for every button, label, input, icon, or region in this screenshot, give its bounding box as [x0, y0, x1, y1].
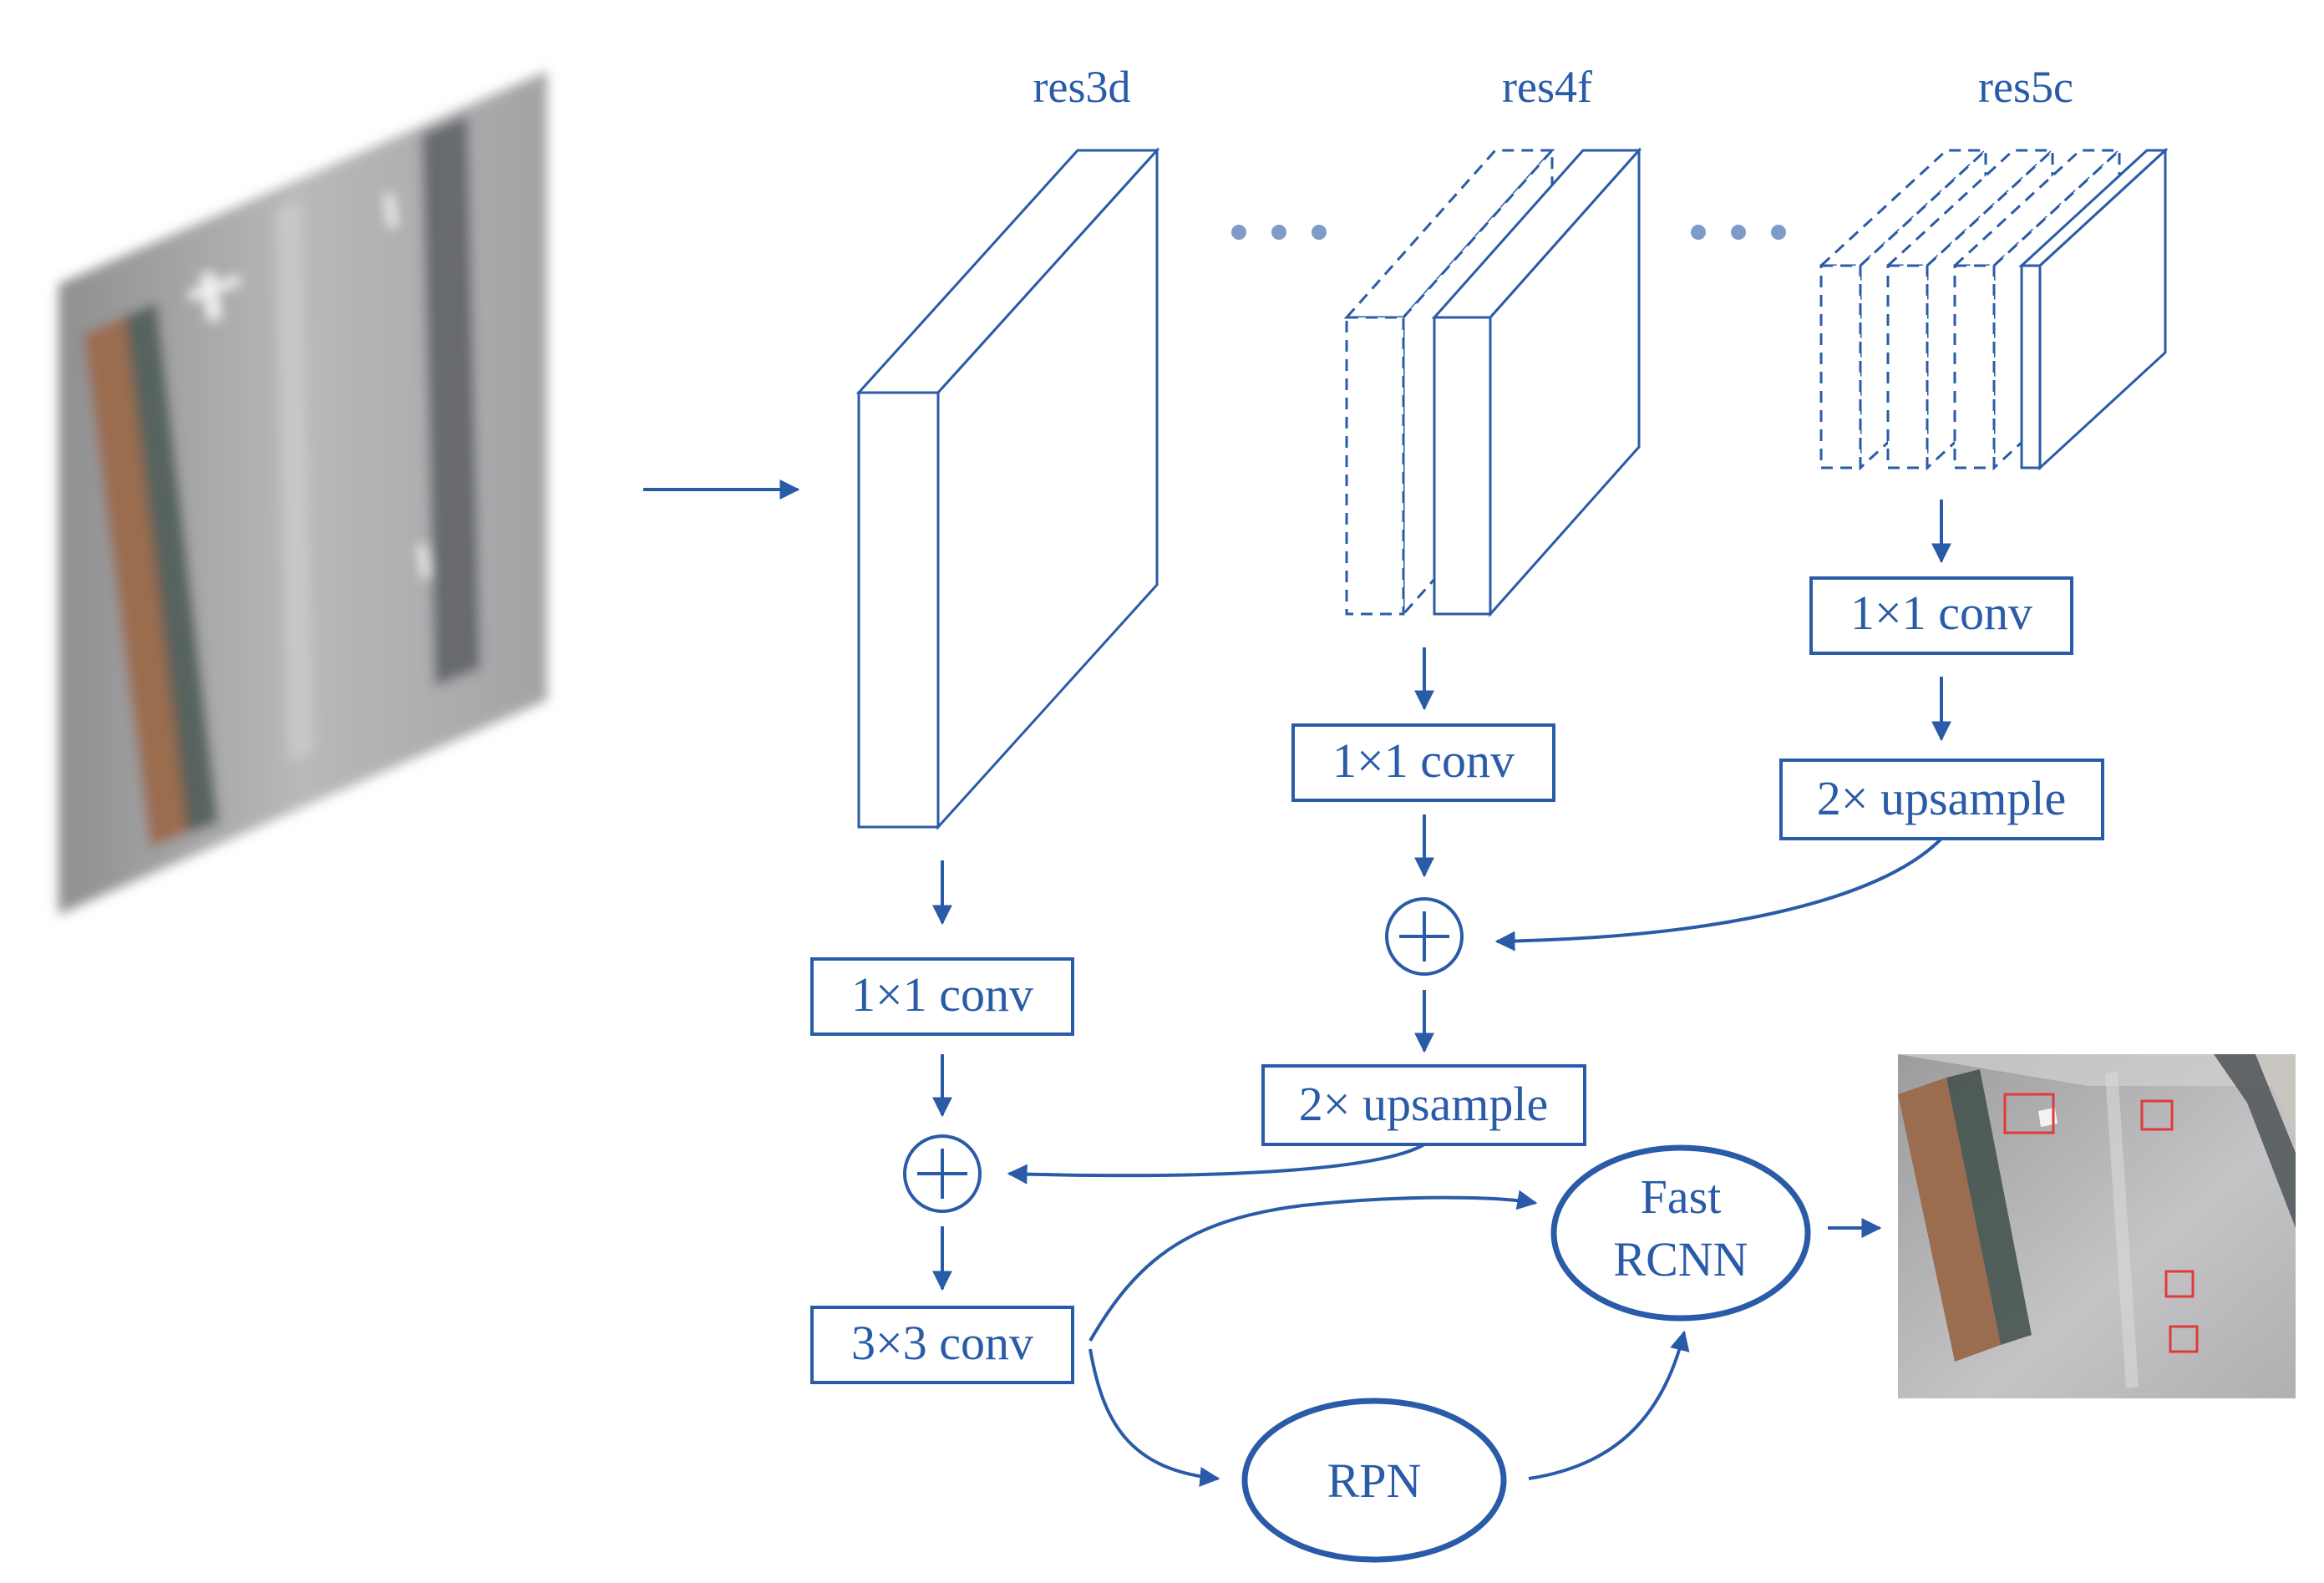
- arrow-rpn-to-fast-rcnn: [1528, 1330, 1690, 1480]
- detection-box: [2003, 1093, 2055, 1134]
- detection-box: [2140, 1099, 2174, 1131]
- svg-text:RCNN: RCNN: [1613, 1232, 1748, 1286]
- layer-label-res4f: res4f: [1502, 62, 1592, 112]
- arrow-conv3x3-to-fast-rcnn: [1088, 1190, 1538, 1342]
- circle-plus-icon: [903, 1134, 982, 1213]
- feature-map-res3d: [855, 147, 1160, 830]
- conv3x3-box: 3×3 conv: [810, 1306, 1074, 1384]
- svg-text:RPN: RPN: [1327, 1454, 1422, 1508]
- input-image: [58, 71, 547, 915]
- layer-label-res3d: res3d: [1033, 62, 1131, 112]
- upsample-box-res4f: 2× upsample: [1261, 1064, 1586, 1146]
- conv-box-res3d: 1×1 conv: [810, 957, 1074, 1036]
- detection-box: [2164, 1270, 2195, 1298]
- conv-box-res4f: 1×1 conv: [1291, 723, 1555, 802]
- rpn-node: RPN: [1241, 1398, 1507, 1563]
- svg-text:Fast: Fast: [1641, 1169, 1722, 1224]
- svg-text:3×3 conv: 3×3 conv: [851, 1316, 1033, 1370]
- layer-label-res5c: res5c: [1978, 62, 2073, 112]
- detection-box: [2169, 1325, 2199, 1353]
- svg-text:1×1 conv: 1×1 conv: [1850, 586, 2032, 640]
- arrow-upsample-res5c-to-merge: [1494, 837, 1943, 951]
- arrow-upsample-res4f-to-merge: [1007, 1143, 1426, 1185]
- ellipsis-dots-2: [1691, 225, 1786, 240]
- svg-text:2× upsample: 2× upsample: [1817, 771, 2067, 825]
- fast-rcnn-node: Fast RCNN: [1550, 1144, 1811, 1322]
- ellipsis-dots-1: [1231, 225, 1327, 240]
- arrow-conv3x3-to-rpn: [1088, 1348, 1220, 1487]
- output-image: [1898, 1054, 2296, 1398]
- feature-map-res4f: [1343, 147, 1642, 617]
- feature-map-res5c: [1818, 147, 2169, 471]
- circle-plus-icon: [1385, 897, 1464, 976]
- conv-box-res5c: 1×1 conv: [1809, 576, 2073, 655]
- svg-text:1×1 conv: 1×1 conv: [851, 967, 1033, 1022]
- upsample-box-res5c: 2× upsample: [1779, 759, 2104, 840]
- svg-text:1×1 conv: 1×1 conv: [1332, 733, 1515, 788]
- svg-text:2× upsample: 2× upsample: [1299, 1077, 1549, 1131]
